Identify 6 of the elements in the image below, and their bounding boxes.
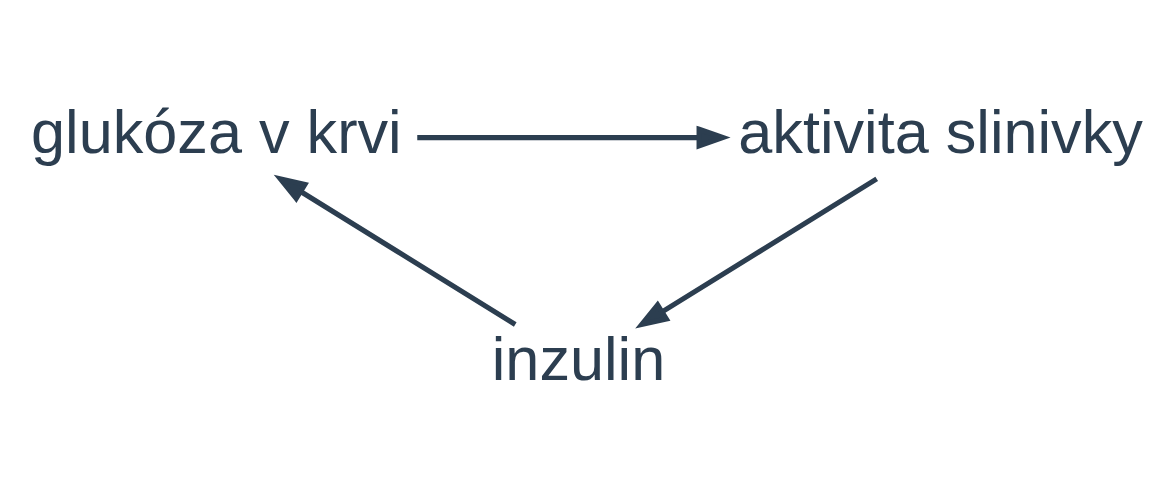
arrow [417,125,731,150]
node-text: inzulin [491,324,666,393]
arrow [635,176,879,329]
node-text: glukóza v krvi [31,97,402,166]
node-text: aktivita slinivky [738,97,1143,166]
arrow [273,174,517,327]
